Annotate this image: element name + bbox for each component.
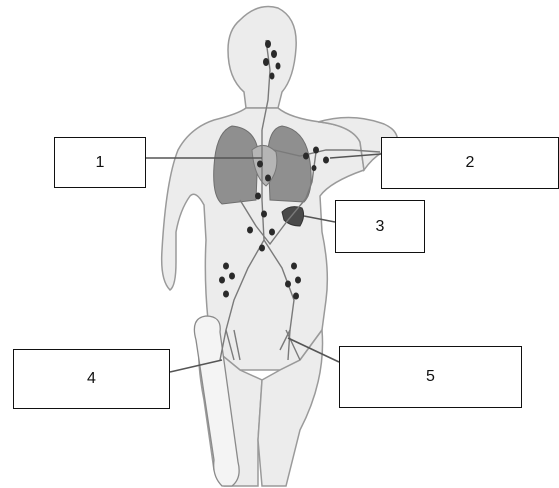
label-box-3[interactable]: 3 <box>335 200 425 253</box>
label-box-5[interactable]: 5 <box>339 346 522 408</box>
label-box-4[interactable]: 4 <box>13 349 170 409</box>
label-box-1[interactable]: 1 <box>54 137 146 188</box>
label-text-1: 1 <box>96 154 105 172</box>
label-box-2[interactable]: 2 <box>381 137 559 189</box>
label-text-2: 2 <box>466 154 475 172</box>
label-text-3: 3 <box>376 218 385 236</box>
lung-left <box>214 126 258 204</box>
label-text-4: 4 <box>87 370 96 388</box>
head <box>228 7 296 109</box>
label-text-5: 5 <box>426 368 435 386</box>
